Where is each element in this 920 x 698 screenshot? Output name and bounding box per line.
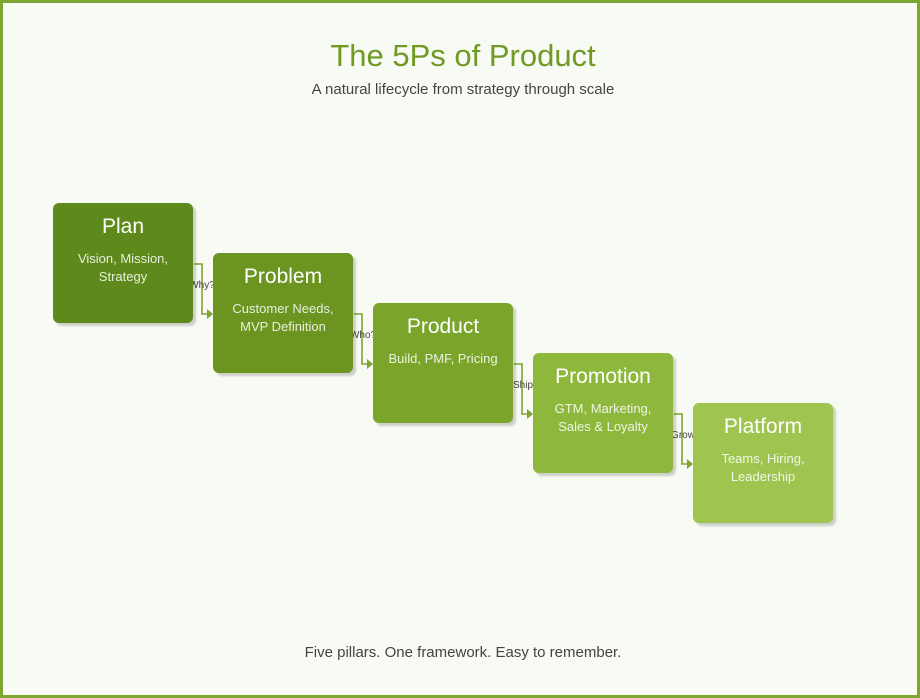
step-product: Product Build, PMF, Pricing: [373, 303, 513, 423]
step-description: Teams, Hiring, Leadership: [721, 451, 805, 484]
step-title: Plan: [101, 215, 145, 238]
step-plan: Plan Vision, Mission, Strategy: [53, 203, 193, 323]
connector-label: Who?: [350, 330, 377, 341]
page-title: The 5Ps of Product: [330, 38, 596, 73]
step-description: GTM, Marketing, Sales & Loyalty: [554, 401, 652, 434]
step-title: Product: [406, 315, 480, 338]
arrowhead-4: [687, 459, 693, 469]
step-problem: Problem Customer Needs, MVP Definition: [213, 253, 353, 373]
footer-tagline: Five pillars. One framework. Easy to rem…: [304, 644, 622, 661]
arrowhead-2: [367, 359, 373, 369]
step-title: Platform: [723, 415, 803, 438]
connector-problem-product: [354, 313, 367, 365]
connector-label: Ship: [513, 380, 533, 391]
connector-plan-problem: [194, 263, 207, 315]
connector-label: Why?: [189, 280, 215, 291]
connector-product-promotion: [514, 363, 527, 415]
step-description: Vision, Mission, Strategy: [77, 251, 169, 284]
step-title: Problem: [243, 265, 323, 288]
step-promotion: Promotion GTM, Marketing, Sales & Loyalt…: [533, 353, 673, 473]
step-platform: Platform Teams, Hiring, Leadership: [693, 403, 833, 523]
page-subtitle: A natural lifecycle from strategy throug…: [311, 81, 615, 98]
connector-label: Grow: [671, 430, 696, 441]
arrowhead-1: [207, 309, 213, 319]
arrowhead-3: [527, 409, 533, 419]
connector-layer: Why? Who? Ship Grow: [189, 263, 696, 469]
step-description: Customer Needs, MVP Definition: [232, 301, 334, 334]
connector-promotion-platform: [674, 413, 687, 465]
step-description: Build, PMF, Pricing: [388, 351, 498, 366]
step-title: Promotion: [555, 365, 651, 388]
